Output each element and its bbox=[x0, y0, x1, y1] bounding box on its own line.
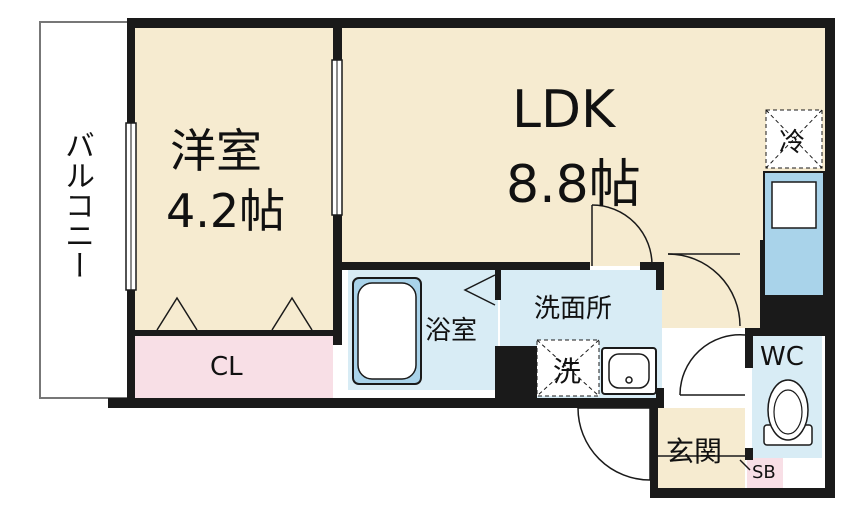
ldk-size: 8.8帖 bbox=[506, 155, 641, 215]
entrance-floor bbox=[655, 408, 745, 490]
western-room-size: 4.2帖 bbox=[166, 184, 286, 238]
washer-space-label: 洗 bbox=[553, 355, 582, 388]
entrance-label: 玄関 bbox=[666, 435, 723, 468]
washroom-label: 洗面所 bbox=[534, 294, 613, 324]
fixtures bbox=[352, 109, 825, 471]
balcony-area bbox=[39, 21, 131, 399]
bathroom-label: 浴室 bbox=[425, 316, 478, 346]
balcony-label: バルコニー bbox=[59, 130, 94, 280]
kitchen-sink-icon bbox=[771, 181, 817, 229]
ldk-name: LDK bbox=[512, 80, 616, 140]
ldk-floor-lower bbox=[660, 266, 760, 328]
hallway-floor bbox=[660, 328, 750, 402]
bath-door-icon bbox=[463, 274, 496, 306]
ldk-floor bbox=[340, 28, 825, 266]
closet-label: CL bbox=[210, 352, 243, 382]
closet-doors bbox=[156, 296, 313, 331]
fridge-space-icon bbox=[765, 109, 823, 169]
doors bbox=[577, 204, 746, 481]
floor-areas bbox=[39, 21, 825, 490]
walls bbox=[108, 18, 835, 498]
windows bbox=[125, 59, 343, 291]
fridge-space-label: 冷 bbox=[779, 128, 806, 158]
washer-space-icon bbox=[536, 339, 600, 397]
shoe-box-floor bbox=[747, 458, 783, 490]
western-room-floor bbox=[135, 28, 333, 334]
closet-floor bbox=[135, 336, 333, 398]
toilet-label: WC bbox=[760, 342, 804, 372]
shoe-box-label: SB bbox=[752, 462, 776, 483]
western-room-name: 洋室 bbox=[170, 124, 262, 178]
